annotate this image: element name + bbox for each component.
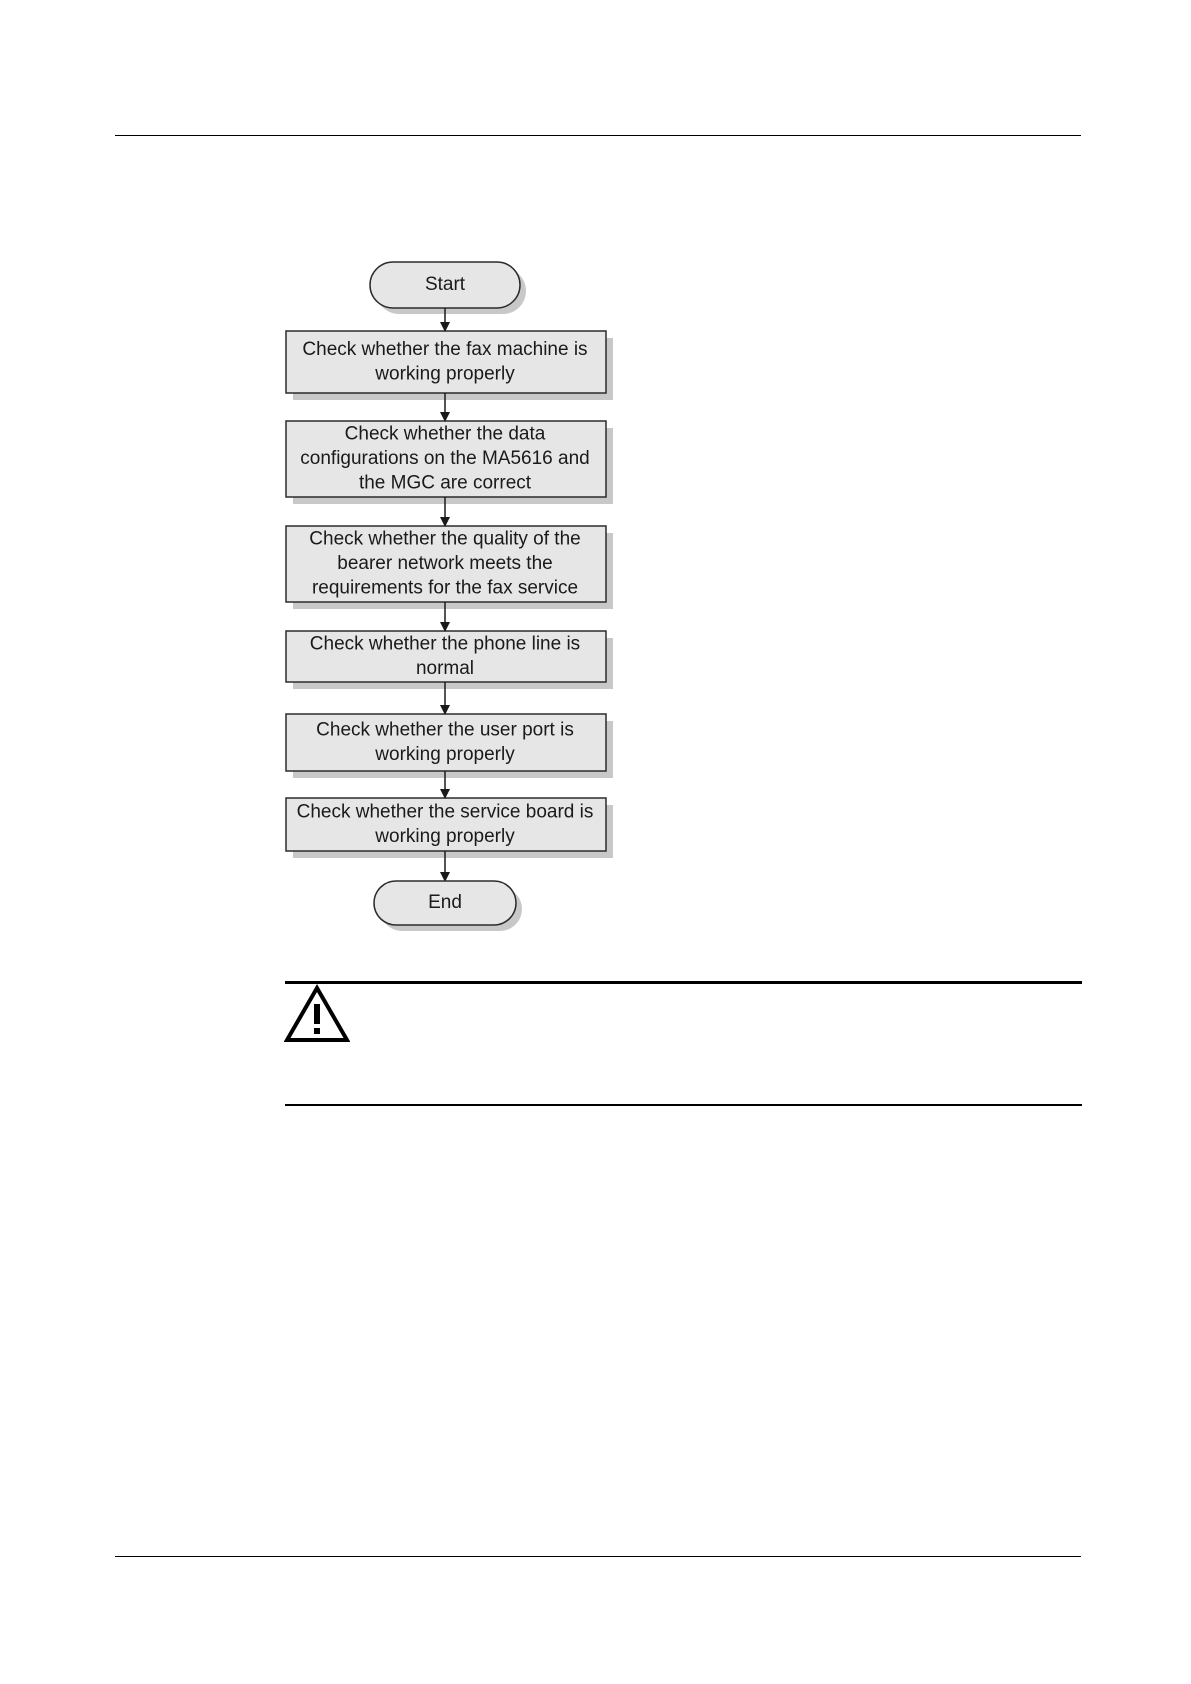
troubleshooting-flowchart: Start Check whether the fax machine is wo… xyxy=(285,261,613,931)
flowchart-step-text: Check whether the data xyxy=(345,424,546,445)
flowchart-step-box xyxy=(285,713,607,772)
caution-bottom-rule xyxy=(285,1104,1082,1106)
caution-top-rule xyxy=(285,981,1082,984)
start-label: Start xyxy=(425,274,466,295)
flowchart-step-text: Check whether the phone line is xyxy=(310,633,580,654)
flowchart-step-text: Check whether the fax machine is xyxy=(302,339,587,360)
flowchart-step-text: Check whether the quality of the xyxy=(309,529,580,550)
warning-triangle-icon xyxy=(284,984,350,1042)
flowchart-step: Check whether the data configurations on … xyxy=(285,420,613,504)
end-label: End xyxy=(428,892,462,913)
flowchart-step-box xyxy=(285,330,607,394)
footer-rule xyxy=(115,1556,1081,1557)
flowchart-step: Check whether the service board is workin… xyxy=(285,797,613,858)
flowchart-step-box xyxy=(285,420,607,498)
end-terminator: End xyxy=(373,880,522,931)
flowchart-step: Check whether the user port is working pr… xyxy=(285,713,613,778)
flowchart-step-text: Check whether the user port is xyxy=(316,719,574,740)
flowchart-step: Check whether the phone line is normal xyxy=(285,630,613,689)
flowchart-step-text: working properly xyxy=(374,826,515,847)
flowchart-step-box xyxy=(285,630,607,683)
flowchart-step-text: requirements for the fax service xyxy=(312,578,578,599)
flowchart-step-text: working properly xyxy=(374,363,515,384)
flowchart-step-box xyxy=(285,525,607,603)
flowchart-step-box xyxy=(285,797,607,852)
flowchart-steps: Check whether the fax machine is working … xyxy=(285,330,613,858)
flowchart-step: Check whether the quality of the bearer n… xyxy=(285,525,613,609)
flowchart-step-text: normal xyxy=(416,658,474,679)
flowchart-step-text: configurations on the MA5616 and xyxy=(300,448,589,469)
header-rule xyxy=(115,135,1081,136)
start-terminator: Start xyxy=(369,261,526,314)
flowchart-step: Check whether the fax machine is working … xyxy=(285,330,613,400)
flowchart-step-text: bearer network meets the xyxy=(337,553,552,574)
flowchart-step-text: the MGC are correct xyxy=(359,473,532,494)
end-terminator-shape xyxy=(373,880,517,926)
flowchart-step-text: Check whether the service board is xyxy=(297,801,594,822)
flowchart-step-text: working properly xyxy=(374,744,515,765)
